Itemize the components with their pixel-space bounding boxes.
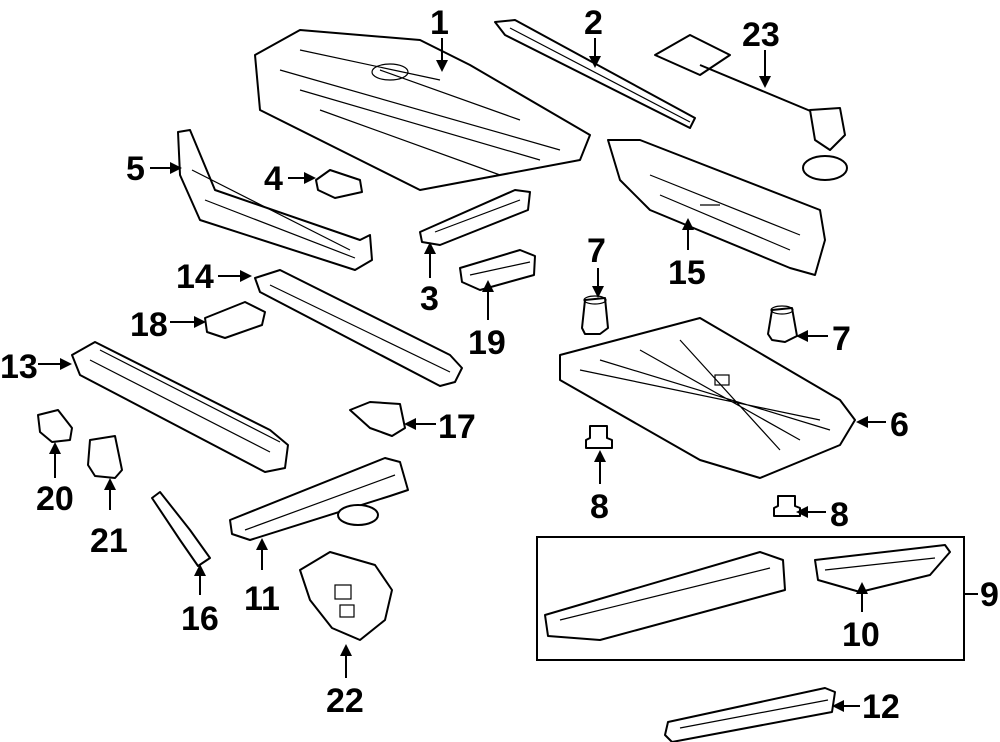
part-21-bracket [87,435,123,479]
callout-17: 17 [438,408,476,446]
part-15-rear-crossmember [607,139,826,276]
part-5-side-rail [177,129,373,271]
part-13-side-member [71,341,289,473]
part-1-floor-pan [254,29,591,191]
group-9-box [536,536,965,661]
callout-7-left: 7 [587,232,606,270]
part-14-reinforcement [254,269,463,387]
callout-18: 18 [130,306,168,344]
part-4-bracket [315,169,363,199]
callout-6: 6 [890,406,909,444]
leader-lines [38,38,978,712]
callout-7-right: 7 [832,320,851,358]
callout-21: 21 [90,522,128,560]
callout-labels: 1 2 23 5 4 3 15 19 14 7 7 18 13 6 17 20 … [0,4,999,726]
part-18-bracket [204,301,266,339]
part-17-bracket [349,401,406,437]
part-12-member [664,687,836,742]
callout-2: 2 [584,4,603,42]
callout-13: 13 [0,348,38,386]
part-7-nut-right [767,305,798,343]
part-23-spare-tire-carrier [654,34,848,181]
part-9-member [544,551,786,641]
part-3-bracket [419,189,531,246]
callout-22: 22 [326,682,364,720]
callout-10: 10 [842,616,880,654]
callout-23: 23 [742,16,780,54]
part-2-crossmember [494,19,696,129]
callout-8-left: 8 [590,488,609,526]
callout-15: 15 [668,254,706,292]
callout-1: 1 [430,4,449,42]
part-16-reinforcement [151,491,211,567]
part-6-under-cover [559,317,856,479]
callout-12: 12 [862,688,900,726]
callout-5: 5 [126,150,145,188]
callout-19: 19 [468,324,506,362]
part-10-bracket [814,544,951,593]
part-11-rear-member [229,457,409,541]
callout-8-right: 8 [830,496,849,534]
part-8-bolt-right [773,495,801,517]
part-19-bracket [459,249,536,291]
part-8-bolt-left [585,425,613,449]
part-7-nut-left [581,295,609,335]
part-20-bracket [37,409,73,443]
callout-3: 3 [420,280,439,318]
callout-14: 14 [176,258,214,296]
callout-4: 4 [264,160,283,198]
part-22-bracket-assembly [299,551,393,641]
callout-9: 9 [980,576,999,614]
callout-16: 16 [181,600,219,638]
callout-20: 20 [36,480,74,518]
callout-11: 11 [244,580,280,618]
